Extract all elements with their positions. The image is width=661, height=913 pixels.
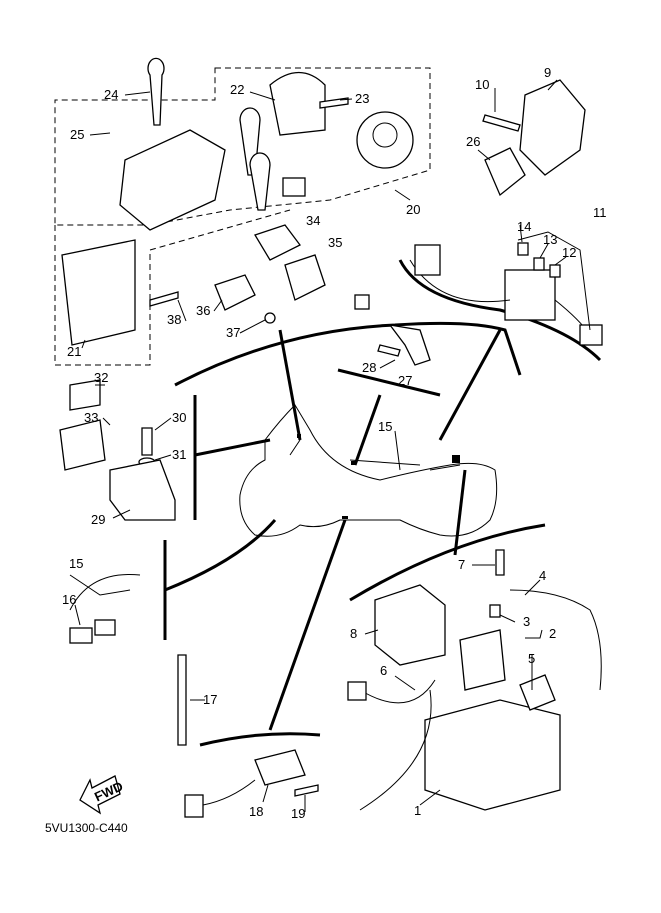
ecu-boundary (54, 209, 291, 366)
band-17 (177, 654, 187, 746)
unit-29 (109, 459, 176, 521)
callout-30: 30 (172, 410, 186, 425)
fuse-box (504, 269, 556, 321)
callout-14: 14 (517, 219, 531, 234)
callout-22: 22 (230, 82, 244, 97)
connector-16 (69, 627, 93, 644)
callout-29: 29 (91, 512, 105, 527)
ignition-switch-22 (269, 72, 326, 136)
callout-3: 3 (523, 614, 530, 629)
callout-37: 37 (226, 325, 240, 340)
lead-4 (509, 589, 602, 691)
callout-15b: 15 (69, 556, 83, 571)
callout-15: 15 (378, 419, 392, 434)
fwd-arrow-icon: FWD (79, 775, 125, 815)
callout-6: 6 (380, 663, 387, 678)
callout-16: 16 (62, 592, 76, 607)
key-24 (147, 57, 165, 126)
callout-18: 18 (249, 804, 263, 819)
cover-5 (519, 674, 556, 711)
callout-38: 38 (167, 312, 181, 327)
ignition-set-boundary (54, 67, 431, 226)
switch-27 (388, 324, 431, 366)
fuse-3 (489, 604, 501, 618)
callout-25: 25 (70, 127, 84, 142)
callout-21: 21 (67, 344, 81, 359)
nut-37 (264, 312, 276, 324)
bolt-30 (141, 427, 153, 456)
relay-32 (69, 379, 101, 411)
battery-1 (424, 699, 561, 811)
callout-4: 4 (539, 568, 546, 583)
screw-23 (319, 97, 349, 109)
callout-19: 19 (291, 806, 305, 821)
screw-38 (149, 291, 179, 307)
cap-lock (356, 111, 414, 169)
motorcycle-outline (239, 404, 498, 537)
callout-26: 26 (466, 134, 480, 149)
callout-8: 8 (350, 626, 357, 641)
screw-19 (294, 784, 319, 797)
bracket-36 (214, 274, 256, 311)
lock-body (119, 129, 226, 231)
callout-36: 36 (196, 303, 210, 318)
callout-35: 35 (328, 235, 342, 250)
callouts: 24 22 23 10 9 25 26 20 34 35 11 14 13 12… (62, 65, 607, 821)
diagram-code: 5VU1300-C440 (45, 821, 128, 835)
callout-12: 12 (562, 245, 576, 260)
cover-8 (374, 584, 446, 666)
relay-35 (284, 254, 326, 301)
callout-7: 7 (458, 557, 465, 572)
relay-34 (254, 224, 301, 261)
relay-26 (484, 147, 526, 197)
callout-32: 32 (94, 370, 108, 385)
leader-lines (163, 259, 602, 747)
callout-9: 9 (544, 65, 551, 80)
callout-23: 23 (355, 91, 369, 106)
harness-15b (69, 573, 141, 611)
cdi-unit-9 (519, 79, 586, 176)
callout-13: 13 (543, 232, 557, 247)
callout-31: 31 (172, 447, 186, 462)
fuse-12 (549, 264, 561, 278)
unit-33 (59, 419, 106, 471)
ecu-21 (61, 239, 136, 346)
bolt-7 (495, 549, 505, 576)
callout-10: 10 (475, 77, 489, 92)
starter-relay-2 (459, 629, 506, 691)
connector (282, 177, 306, 197)
components (59, 57, 603, 818)
callout-28: 28 (362, 360, 376, 375)
callout-34: 34 (306, 213, 320, 228)
callout-1: 1 (414, 803, 421, 818)
callout-2: 2 (549, 626, 556, 641)
screw-10 (482, 114, 521, 132)
callout-24: 24 (104, 87, 118, 102)
lead-6 (359, 679, 436, 704)
callout-27: 27 (398, 373, 412, 388)
fuse-14 (517, 242, 529, 256)
callout-11: 11 (593, 205, 607, 220)
callout-20: 20 (406, 202, 420, 217)
callout-17: 17 (203, 692, 217, 707)
screw-28 (377, 344, 401, 357)
starter-lead-18 (254, 749, 306, 786)
fwd-label: FWD (92, 778, 125, 804)
callout-33: 33 (84, 410, 98, 425)
fuse-13 (533, 257, 545, 271)
